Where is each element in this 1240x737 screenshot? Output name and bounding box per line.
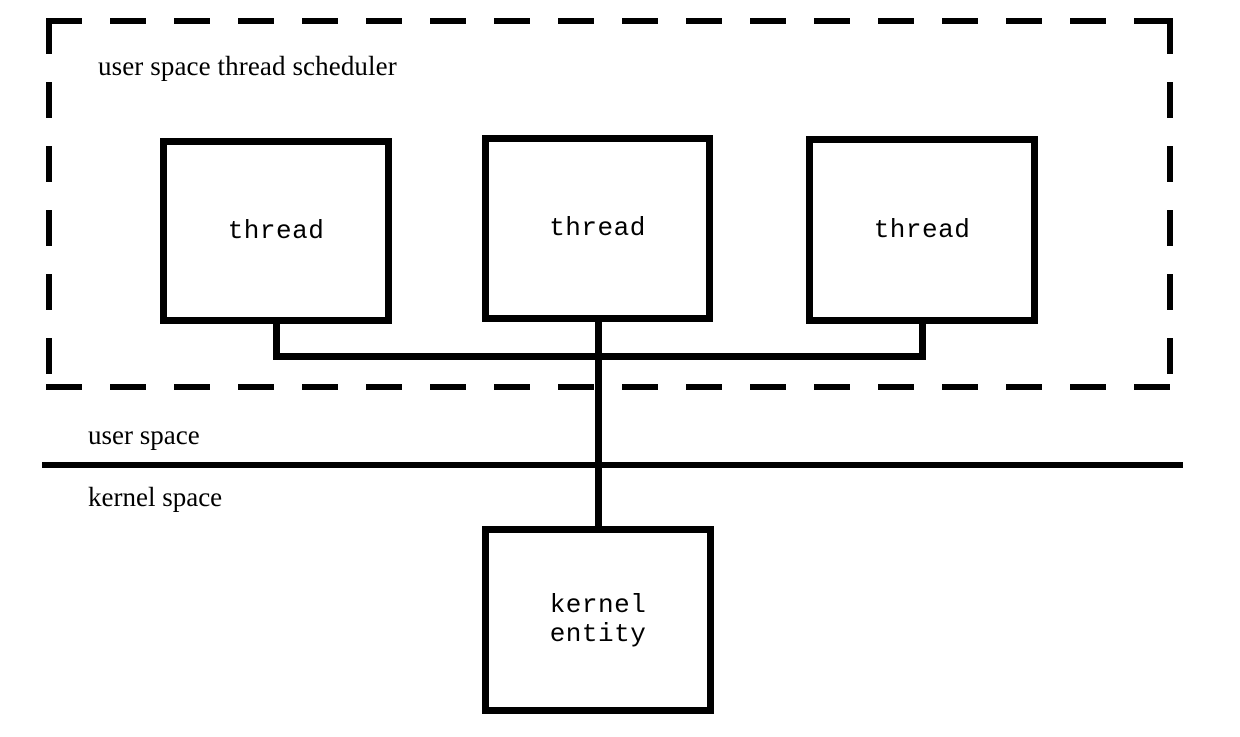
kernel-entity-label: kernel entity (549, 590, 647, 649)
connector-thread-3-stub (919, 320, 926, 360)
dashed-border-bottom (46, 384, 1173, 390)
thread-box-1-label: thread (227, 215, 325, 246)
thread-box-3: thread (806, 136, 1038, 324)
dashed-border-left (46, 18, 52, 390)
kernel-entity-box: kernel entity (482, 526, 714, 714)
connector-thread-1-stub (273, 320, 280, 360)
dashed-border-right (1167, 18, 1173, 390)
user-kernel-boundary-line (42, 462, 1183, 468)
connector-kernel-trunk (595, 353, 602, 529)
thread-box-1: thread (160, 138, 392, 324)
dashed-border-top (46, 18, 1173, 24)
thread-box-2-label: thread (549, 213, 646, 243)
connector-thread-2-stub (595, 318, 602, 360)
scheduler-region-title: user space thread scheduler (98, 51, 397, 81)
thread-box-3-label: thread (873, 214, 971, 245)
user-space-label: user space (88, 420, 200, 450)
thread-box-2: thread (482, 135, 713, 322)
kernel-space-label: kernel space (88, 482, 223, 512)
user-space-scheduler-region (46, 18, 1173, 390)
